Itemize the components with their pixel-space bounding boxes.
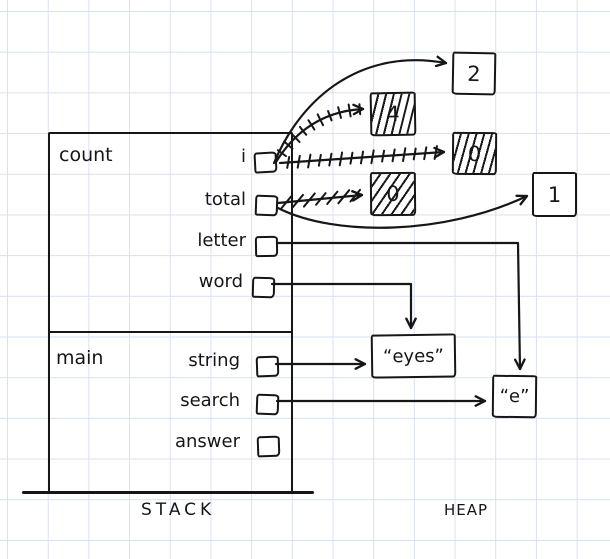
old-value-box-0-mid: 0 xyxy=(369,171,417,217)
pointer-i-to-2 xyxy=(272,55,448,165)
var-label-word: word xyxy=(198,271,243,292)
old-value-box-4: 4 xyxy=(369,91,417,137)
slot-word xyxy=(251,276,276,299)
var-label-string: string xyxy=(188,350,240,371)
frame-label-main: main xyxy=(56,347,104,369)
value-0-right-text: 0 xyxy=(467,141,482,166)
heap-label: HEAP xyxy=(444,501,489,519)
value-0-mid-text: 0 xyxy=(386,181,400,207)
slot-letter xyxy=(254,235,279,258)
value-box-1: 1 xyxy=(532,172,577,217)
var-label-total: total xyxy=(204,189,246,210)
frame-label-count: count xyxy=(59,144,113,166)
frame-divider-line xyxy=(48,331,291,334)
heap-box-e: “e” xyxy=(491,374,538,419)
heap-box-eyes: “eyes” xyxy=(370,333,457,379)
value-4-text: 4 xyxy=(386,101,400,127)
eyes-text: “eyes” xyxy=(382,345,445,367)
var-label-letter: letter xyxy=(197,230,246,251)
stack-label: STACK xyxy=(141,500,216,520)
value-box-2: 2 xyxy=(451,51,497,96)
pointer-i-to-0-old-right xyxy=(278,146,446,165)
slot-total xyxy=(254,194,279,217)
value-2-text: 2 xyxy=(467,61,481,86)
old-value-box-0-right: 0 xyxy=(451,131,498,176)
slot-i xyxy=(253,151,278,174)
slot-answer xyxy=(256,435,281,458)
stack-base-line xyxy=(22,491,314,494)
var-label-i: i xyxy=(240,146,246,167)
value-1-text: 1 xyxy=(547,182,562,207)
e-text: “e” xyxy=(499,385,530,408)
var-label-search: search xyxy=(180,390,240,411)
slot-search xyxy=(255,393,280,416)
var-label-answer: answer xyxy=(174,431,240,452)
slot-string xyxy=(255,355,280,378)
